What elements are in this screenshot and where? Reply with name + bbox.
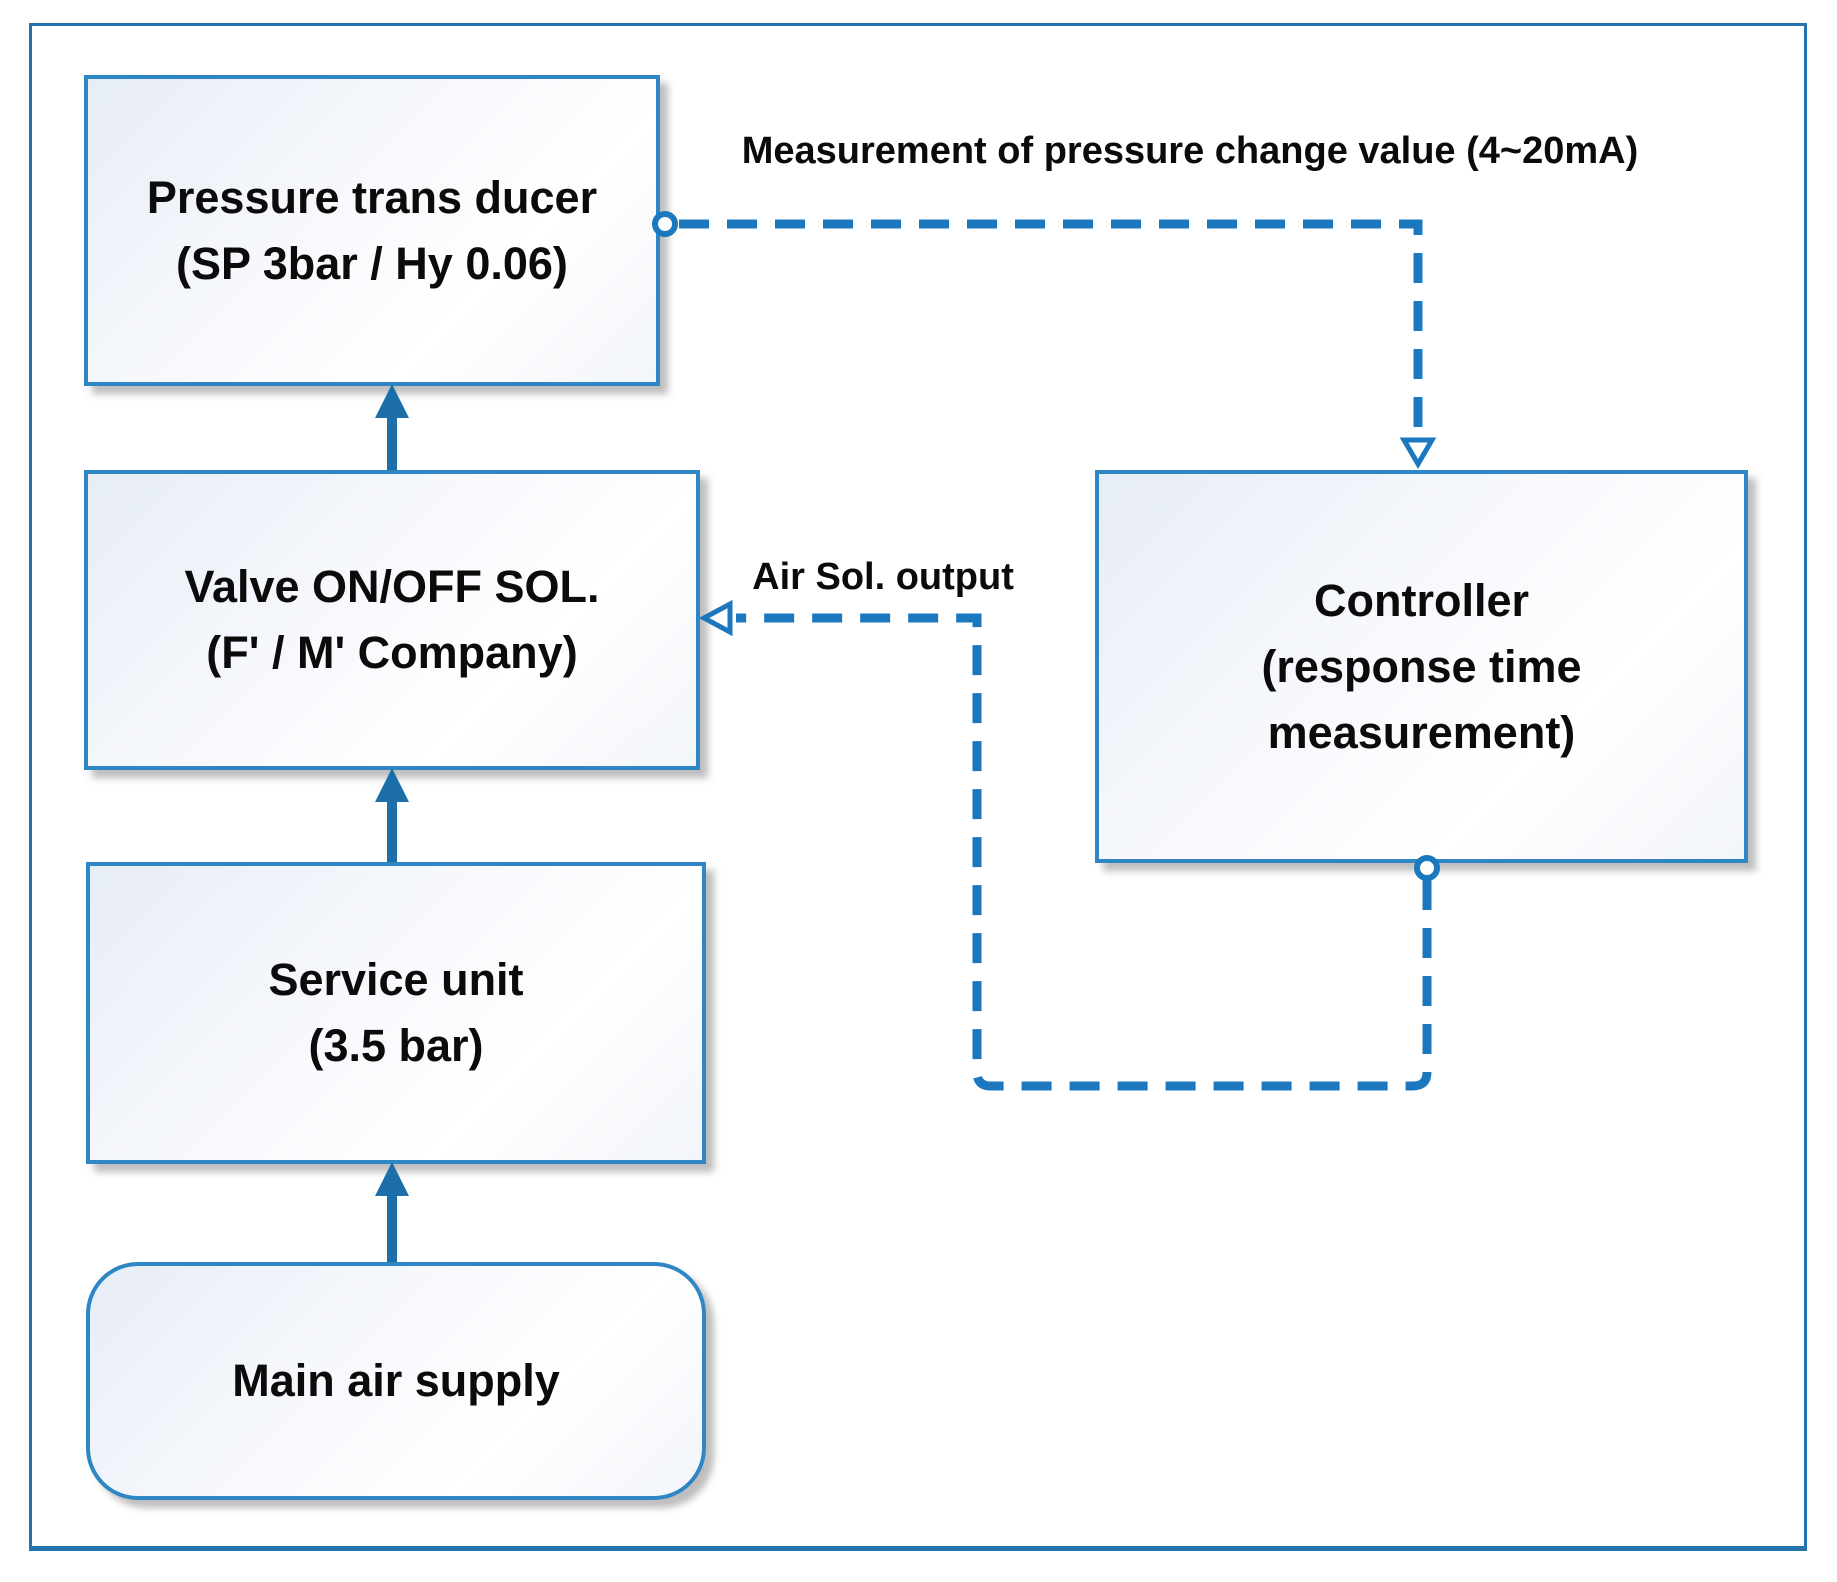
edge-label-pressure-measurement: Measurement of pressure change value (4~… bbox=[741, 130, 1639, 172]
node-main-air-supply: Main air supply bbox=[86, 1262, 706, 1500]
node-label-line: Main air supply bbox=[232, 1355, 560, 1406]
node-label-line: Pressure trans ducer bbox=[146, 171, 598, 223]
edge-label-air-sol-output: Air Sol. output bbox=[752, 556, 1014, 598]
node-label-line: (response time bbox=[1261, 640, 1582, 692]
node-controller-label: Controller (response time measurement) bbox=[1261, 568, 1581, 766]
page-border bbox=[29, 23, 1807, 1551]
node-service-unit: Service unit (3.5 bar) bbox=[86, 862, 706, 1164]
node-label-line: (3.5 bar) bbox=[308, 1020, 484, 1071]
node-label-line: Valve ON/OFF SOL. bbox=[184, 561, 600, 612]
node-label-line: measurement) bbox=[1267, 706, 1576, 758]
node-valve-label: Valve ON/OFF SOL. (F' / M' Company) bbox=[184, 554, 599, 686]
node-label-line: (SP 3bar / Hy 0.06) bbox=[176, 237, 568, 289]
node-service-unit-label: Service unit (3.5 bar) bbox=[268, 947, 523, 1079]
node-label-line: (F' / M' Company) bbox=[206, 627, 578, 678]
node-valve-on-off-sol: Valve ON/OFF SOL. (F' / M' Company) bbox=[84, 470, 700, 770]
node-pressure-transducer: Pressure trans ducer (SP 3bar / Hy 0.06) bbox=[84, 75, 660, 386]
node-main-air-supply-label: Main air supply bbox=[232, 1348, 560, 1414]
node-pressure-transducer-label: Pressure trans ducer (SP 3bar / Hy 0.06) bbox=[147, 165, 597, 297]
node-label-line: Controller bbox=[1313, 574, 1529, 626]
node-controller: Controller (response time measurement) bbox=[1095, 470, 1748, 863]
node-label-line: Service unit bbox=[268, 954, 524, 1005]
